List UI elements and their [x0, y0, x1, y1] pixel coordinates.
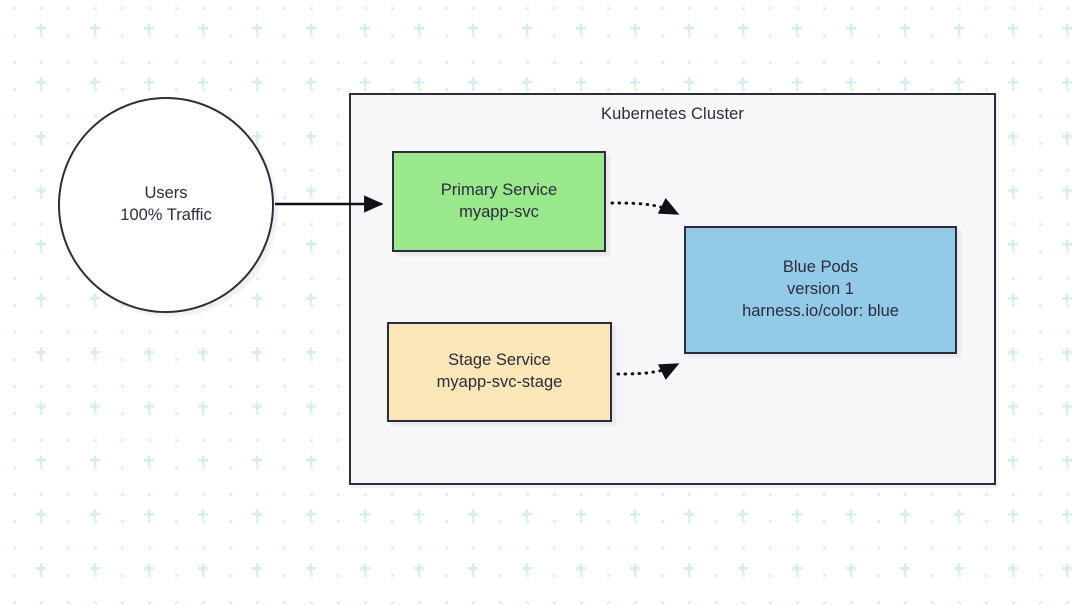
- stage-service-label-line1: Stage Service: [448, 351, 551, 370]
- blue-pods-node: Blue Pods version 1 harness.io/color: bl…: [684, 226, 957, 354]
- users-label-line1: Users: [144, 184, 188, 203]
- blue-pods-label-line2: version 1: [787, 280, 854, 299]
- users-label-line2: 100% Traffic: [120, 206, 212, 224]
- users-node: Users 100% Traffic: [58, 97, 274, 313]
- blue-pods-label-line3: harness.io/color: blue: [742, 301, 899, 320]
- stage-service-node: Stage Service myapp-svc-stage: [387, 322, 612, 422]
- cluster-title: Kubernetes Cluster: [600, 105, 745, 123]
- primary-service-label-line2: myapp-svc: [459, 202, 539, 221]
- blue-pods-label-line1: Blue Pods: [782, 258, 859, 277]
- primary-service-label-line1: Primary Service: [440, 180, 558, 199]
- primary-service-node: Primary Service myapp-svc: [392, 151, 606, 252]
- stage-service-label-line2: myapp-svc-stage: [436, 373, 563, 391]
